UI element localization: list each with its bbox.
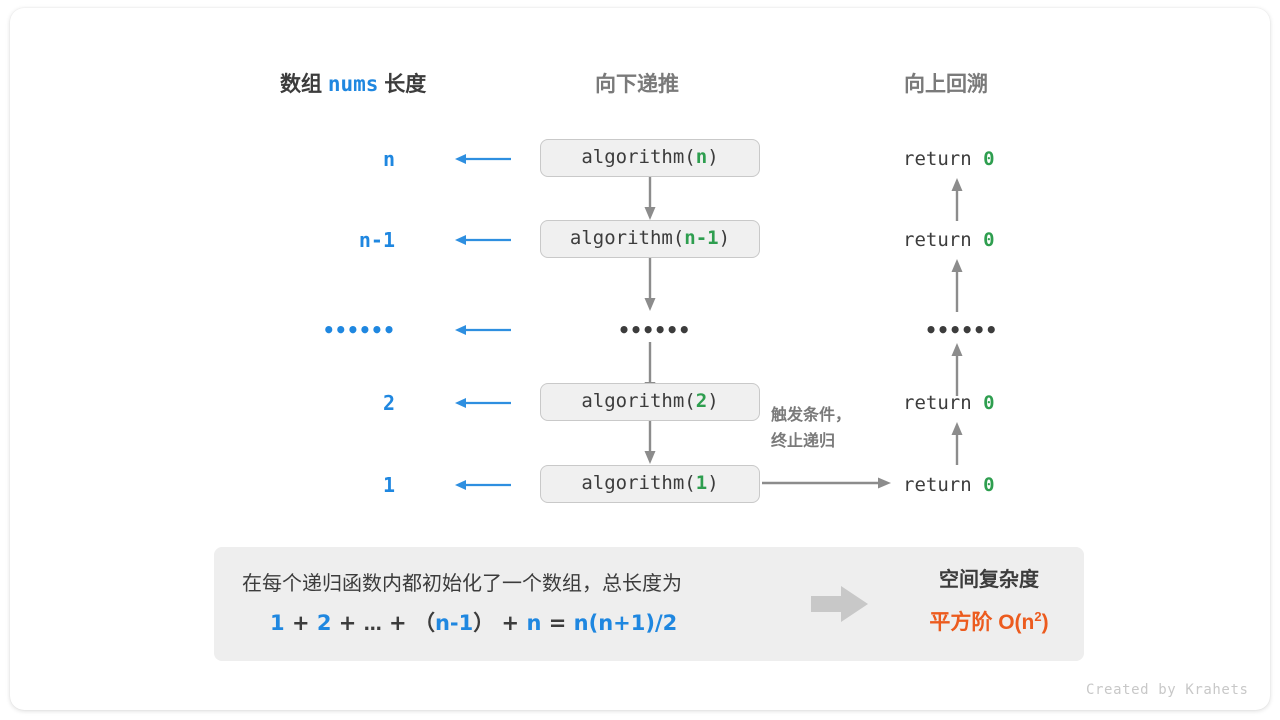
header-array-varname: nums bbox=[327, 72, 379, 96]
length-label: •••••• bbox=[322, 318, 395, 342]
recursion-row-ellipsis: •••••• •••••• •••••• bbox=[10, 310, 1270, 350]
trigger-note-line1: 触发条件， bbox=[771, 407, 852, 424]
call-box: algorithm(2) bbox=[540, 383, 760, 421]
complexity-bigo-tail: ) bbox=[1041, 611, 1049, 634]
header-array-prefix: 数组 bbox=[280, 73, 322, 96]
header-array-suffix: 长度 bbox=[384, 73, 427, 96]
call-prefix: algorithm( bbox=[581, 472, 696, 494]
up-arrow-icon bbox=[951, 343, 963, 396]
header-array-length: 数组 nums 长度 bbox=[280, 68, 426, 98]
down-arrow-icon bbox=[644, 177, 656, 220]
complexity-bigo: O(n bbox=[998, 611, 1035, 634]
length-label-wrap: n-1 bbox=[265, 220, 395, 260]
return-value: 0 bbox=[983, 229, 995, 251]
summary-panel: 在每个递归函数内都初始化了一个数组，总长度为 1 + 2 + … + （n-1）… bbox=[214, 547, 1084, 661]
formula-paren-open: （ bbox=[413, 611, 435, 635]
return-statement: return 0 bbox=[903, 383, 995, 423]
length-label-wrap: 2 bbox=[265, 383, 395, 423]
recursion-row: n-1 algorithm(n-1) return 0 bbox=[10, 220, 1270, 260]
formula-op-3: + bbox=[389, 611, 407, 635]
length-label: n bbox=[382, 147, 395, 171]
header-backtrack-up: 向上回溯 bbox=[904, 73, 988, 96]
down-arrow-icon bbox=[644, 258, 656, 311]
blue-left-arrow-icon bbox=[455, 398, 511, 408]
complexity-result: 空间复杂度 平方阶 O(n2) bbox=[904, 563, 1074, 636]
length-label: 2 bbox=[382, 391, 395, 415]
call-suffix: ) bbox=[707, 146, 719, 168]
up-arrow-icon bbox=[951, 422, 963, 465]
formula-ellipsis: … bbox=[363, 614, 382, 635]
complexity-order-label: 平方阶 bbox=[929, 611, 993, 634]
return-statement: return 0 bbox=[903, 465, 995, 505]
length-label-wrap: •••••• bbox=[265, 310, 395, 350]
call-arg: n-1 bbox=[684, 227, 719, 249]
call-prefix: algorithm( bbox=[581, 390, 696, 412]
return-keyword: return bbox=[903, 229, 972, 251]
call-suffix: ) bbox=[707, 472, 719, 494]
summary-right-arrow-icon bbox=[811, 586, 868, 622]
complexity-title: 空间复杂度 bbox=[939, 569, 1039, 591]
footer-credit: Created by Krahets bbox=[1086, 682, 1249, 698]
blue-left-arrow-icon bbox=[455, 480, 511, 490]
return-value: 0 bbox=[983, 148, 995, 170]
formula-op-2: + bbox=[338, 611, 357, 635]
return-value: 0 bbox=[983, 474, 995, 496]
call-suffix: ) bbox=[707, 390, 719, 412]
summary-formula: 1 + 2 + … + （n-1） + n = n(n+1)/2 bbox=[270, 607, 677, 637]
call-box: algorithm(n-1) bbox=[540, 220, 760, 258]
return-value: 0 bbox=[983, 392, 995, 414]
call-box: algorithm(1) bbox=[540, 465, 760, 503]
length-label-wrap: n bbox=[265, 139, 395, 179]
length-label-wrap: 1 bbox=[265, 465, 395, 505]
header-recurse-down: 向下递推 bbox=[595, 73, 679, 96]
blue-left-arrow-icon bbox=[455, 325, 511, 335]
call-prefix: algorithm( bbox=[581, 146, 696, 168]
diagram-card: 数组 nums 长度 向下递推 向上回溯 n algorithm(n) retu… bbox=[10, 8, 1270, 710]
return-keyword: return bbox=[903, 392, 972, 414]
complexity-exponent: 2 bbox=[1034, 609, 1042, 624]
call-arg: 2 bbox=[695, 390, 708, 412]
trigger-note: 触发条件， 终止递归 bbox=[771, 403, 891, 455]
up-arrow-icon bbox=[951, 178, 963, 221]
summary-description: 在每个递归函数内都初始化了一个数组，总长度为 bbox=[242, 573, 682, 595]
up-arrow-icon bbox=[951, 259, 963, 312]
recursion-row: 1 algorithm(1) return 0 bbox=[10, 465, 1270, 505]
formula-term-2: 2 bbox=[316, 611, 332, 635]
formula-paren-close: ） bbox=[473, 611, 495, 635]
return-statement: return 0 bbox=[903, 220, 995, 260]
length-label: 1 bbox=[382, 473, 395, 497]
ellipsis-dots-middle: •••••• bbox=[618, 318, 691, 342]
down-arrow-icon bbox=[644, 421, 656, 464]
blue-left-arrow-icon bbox=[455, 235, 511, 245]
ellipsis-dots-right: •••••• bbox=[925, 318, 998, 342]
formula-term-4: n bbox=[526, 611, 542, 635]
return-keyword: return bbox=[903, 148, 972, 170]
blue-left-arrow-icon bbox=[455, 154, 511, 164]
return-keyword: return bbox=[903, 474, 972, 496]
formula-equals: = bbox=[548, 611, 567, 635]
formula-op-1: + bbox=[291, 611, 310, 635]
call-box: algorithm(n) bbox=[540, 139, 760, 177]
formula-op-4: + bbox=[501, 611, 520, 635]
call-arg: n bbox=[695, 146, 708, 168]
length-label: n-1 bbox=[358, 228, 395, 252]
formula-term-1: 1 bbox=[270, 611, 285, 635]
call-prefix: algorithm( bbox=[569, 227, 685, 249]
call-suffix: ) bbox=[718, 227, 731, 249]
return-statement: return 0 bbox=[903, 139, 995, 179]
complexity-value: 平方阶 O(n2) bbox=[904, 606, 1074, 636]
formula-term-3: n-1 bbox=[434, 611, 474, 635]
recursion-row: n algorithm(n) return 0 bbox=[10, 139, 1270, 179]
trigger-note-line2: 终止递归 bbox=[771, 433, 836, 450]
formula-result: n(n+1)/2 bbox=[573, 611, 678, 635]
recursion-row: 2 algorithm(2) return 0 bbox=[10, 383, 1270, 423]
base-case-right-arrow-icon bbox=[762, 477, 891, 489]
call-arg: 1 bbox=[695, 472, 708, 494]
